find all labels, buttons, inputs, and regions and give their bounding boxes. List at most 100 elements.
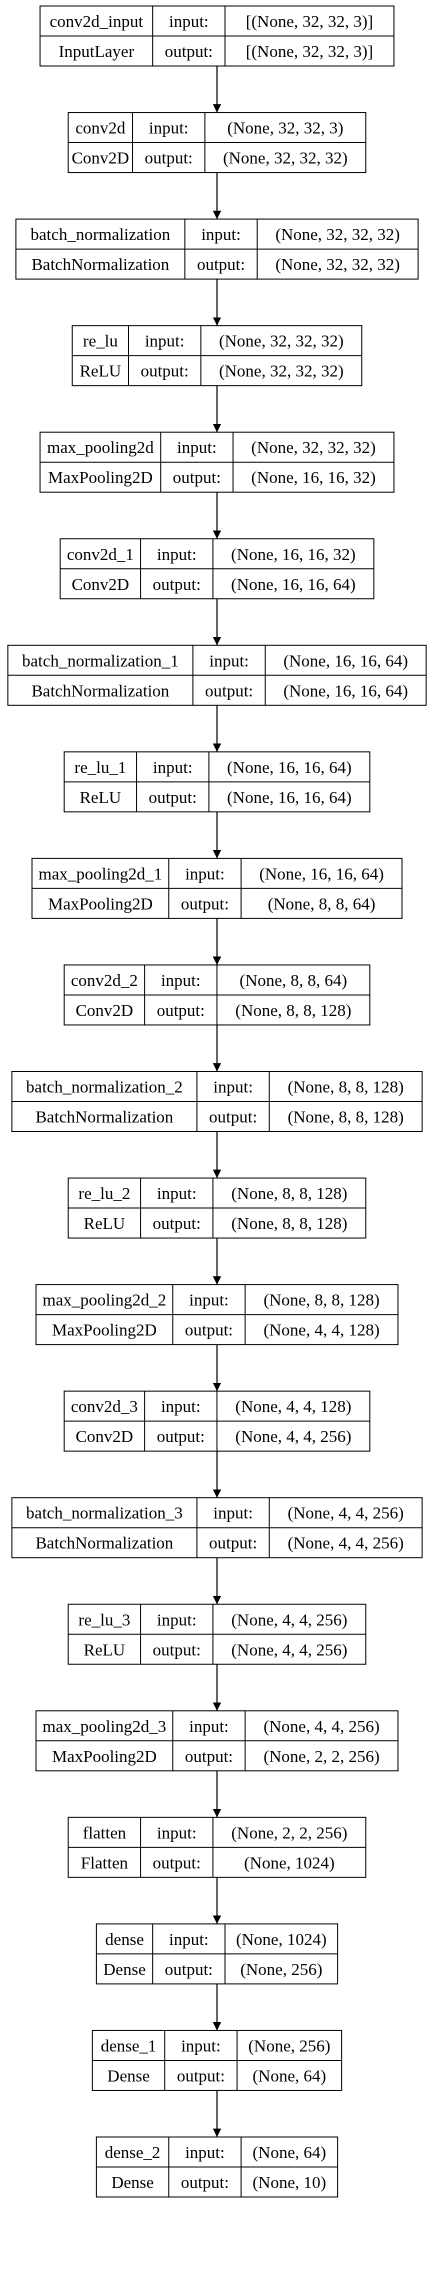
input-shape: (None, 32, 32, 32) — [251, 438, 376, 457]
layer-type: MaxPooling2D — [52, 1747, 157, 1766]
output-shape: (None, 4, 4, 256) — [231, 1640, 347, 1659]
output-shape: (None, 4, 4, 128) — [263, 1321, 379, 1340]
output-label: output: — [153, 575, 201, 594]
input-label: input: — [157, 1184, 197, 1203]
layer-node-batch-normalization-2: batch_normalization_2BatchNormalizationi… — [11, 1071, 423, 1132]
input-shape: (None, 4, 4, 128) — [235, 1397, 351, 1416]
output-label: output: — [141, 362, 189, 381]
input-label: input: — [145, 332, 185, 351]
layer-type: Dense — [111, 2173, 153, 2192]
layer-type: Conv2D — [76, 1427, 134, 1446]
output-label: output: — [209, 1108, 257, 1127]
input-shape: (None, 8, 8, 64) — [240, 971, 348, 990]
input-shape: (None, 16, 16, 64) — [283, 651, 408, 670]
layer-type: Conv2D — [72, 149, 130, 168]
output-shape: (None, 16, 16, 64) — [283, 681, 408, 700]
layer-type: MaxPooling2D — [52, 1321, 157, 1340]
input-label: input: — [177, 438, 217, 457]
layer-type: Conv2D — [72, 575, 130, 594]
layer-node-batch-normalization: batch_normalizationBatchNormalizationinp… — [15, 218, 419, 280]
output-shape: (None, 4, 4, 256) — [235, 1427, 351, 1446]
input-label: input: — [161, 1397, 201, 1416]
layer-name: batch_normalization — [31, 225, 171, 244]
layer-type: BatchNormalization — [35, 1534, 173, 1553]
layer-name: max_pooling2d_1 — [39, 864, 163, 883]
layer-name: conv2d — [75, 119, 126, 138]
output-label: output: — [157, 1001, 205, 1020]
output-shape: (None, 8, 8, 128) — [231, 1214, 347, 1233]
input-shape: (None, 1024) — [236, 1930, 327, 1949]
input-label: input: — [157, 545, 197, 564]
layer-name: re_lu_1 — [74, 758, 126, 777]
output-shape: (None, 32, 32, 32) — [275, 255, 400, 274]
output-label: output: — [165, 1960, 213, 1979]
output-shape: (None, 32, 32, 32) — [219, 362, 344, 381]
layer-name: conv2d_2 — [71, 971, 138, 990]
layer-name: batch_normalization_1 — [22, 651, 179, 670]
layer-type: BatchNormalization — [31, 681, 169, 700]
layer-type: Conv2D — [76, 1001, 134, 1020]
input-label: input: — [189, 1291, 229, 1310]
output-label: output: — [153, 1853, 201, 1872]
output-shape: (None, 16, 16, 64) — [227, 788, 352, 807]
output-label: output: — [149, 788, 197, 807]
output-label: output: — [153, 1214, 201, 1233]
layer-type: Flatten — [81, 1853, 129, 1872]
input-label: input: — [201, 225, 241, 244]
output-label: output: — [209, 1534, 257, 1553]
layer-name: batch_normalization_2 — [26, 1078, 183, 1097]
input-label: input: — [209, 651, 249, 670]
output-shape: (None, 16, 16, 64) — [231, 575, 356, 594]
layer-type: InputLayer — [59, 42, 135, 61]
input-label: input: — [149, 119, 189, 138]
output-label: output: — [157, 1427, 205, 1446]
input-shape: (None, 32, 32, 32) — [275, 225, 400, 244]
output-shape: (None, 8, 8, 128) — [288, 1108, 404, 1127]
input-label: input: — [157, 1610, 197, 1629]
input-shape: [(None, 32, 32, 3)] — [246, 12, 373, 31]
layer-type: Dense — [103, 1960, 145, 1979]
layer-name: re_lu_3 — [78, 1610, 130, 1629]
input-shape: (None, 4, 4, 256) — [288, 1504, 404, 1523]
output-label: output: — [145, 149, 193, 168]
input-label: input: — [169, 1930, 209, 1949]
output-shape: [(None, 32, 32, 3)] — [246, 42, 373, 61]
output-shape: (None, 8, 8, 64) — [268, 894, 376, 913]
layer-type: ReLU — [80, 362, 122, 381]
output-label: output: — [153, 1640, 201, 1659]
layer-type: MaxPooling2D — [48, 894, 153, 913]
input-shape: (None, 64) — [253, 2143, 327, 2162]
layer-name: dense_1 — [101, 2036, 157, 2055]
output-label: output: — [177, 2066, 225, 2085]
input-shape: (None, 8, 8, 128) — [288, 1078, 404, 1097]
output-label: output: — [181, 894, 229, 913]
layer-name: conv2d_1 — [67, 545, 134, 564]
layer-node-max-pooling2d: max_pooling2dMaxPooling2Dinput:output:(N… — [39, 431, 395, 493]
layer-type: ReLU — [84, 1640, 126, 1659]
layer-name: batch_normalization_3 — [26, 1504, 183, 1523]
output-shape: (None, 64) — [253, 2066, 327, 2085]
output-shape: (None, 10) — [253, 2173, 327, 2192]
input-label: input: — [213, 1504, 253, 1523]
output-shape: (None, 4, 4, 256) — [288, 1534, 404, 1553]
output-shape: (None, 16, 16, 32) — [251, 468, 376, 487]
layer-name: dense — [105, 1930, 144, 1949]
layer-name: conv2d_3 — [71, 1397, 138, 1416]
input-shape: (None, 16, 16, 64) — [259, 864, 384, 883]
output-label: output: — [181, 2173, 229, 2192]
layer-name: flatten — [83, 1823, 127, 1842]
input-shape: (None, 2, 2, 256) — [231, 1823, 347, 1842]
layer-type: ReLU — [84, 1214, 126, 1233]
output-label: output: — [205, 681, 253, 700]
input-shape: (None, 32, 32, 32) — [219, 332, 344, 351]
layer-node-max-pooling2d-3: max_pooling2d_3MaxPooling2Dinput:output:… — [35, 1710, 399, 1772]
layer-name: re_lu_2 — [78, 1184, 130, 1203]
input-label: input: — [189, 1717, 229, 1736]
